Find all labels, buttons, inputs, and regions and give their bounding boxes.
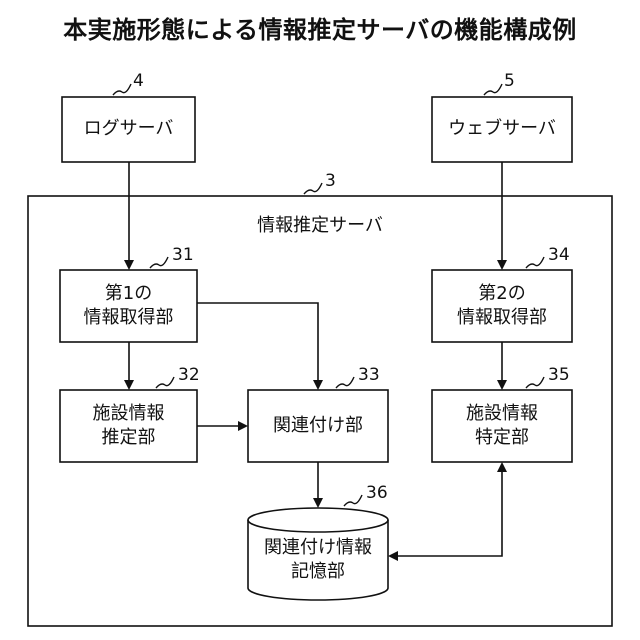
arrow-storage-identification-bidirectional [390,464,502,556]
page-title: 本実施形態による情報推定サーバの機能構成例 [0,14,640,46]
association-storage-ref: 36 [366,482,388,505]
first-acquisition-label: 第1の 情報取得部 [60,282,197,331]
facility-estimation-line2: 推定部 [60,426,197,450]
association-label: 関連付け部 [248,414,388,438]
facility-estimation-ref: 32 [178,364,200,387]
web-server-ref: 5 [504,70,515,93]
facility-identification-line2: 特定部 [432,426,572,450]
facility-identification-ref: 35 [548,364,570,387]
association-ref: 33 [358,364,380,387]
facility-estimation-label: 施設情報 推定部 [60,402,197,451]
second-acquisition-line2: 情報取得部 [432,306,572,330]
facility-identification-label: 施設情報 特定部 [432,402,572,451]
estimation-server-ref: 3 [325,170,336,193]
log-server-label: ログサーバ [62,117,195,141]
second-acquisition-line1: 第2の [432,282,572,306]
log-server-ref: 4 [133,70,144,93]
first-acquisition-line1: 第1の [60,282,197,306]
association-storage-line1: 関連付け情報 [248,536,388,560]
second-acquisition-label: 第2の 情報取得部 [432,282,572,331]
estimation-server-label: 情報推定サーバ [210,214,430,238]
association-storage-label: 関連付け情報 記憶部 [248,536,388,585]
facility-identification-line1: 施設情報 [432,402,572,426]
first-acquisition-line2: 情報取得部 [60,306,197,330]
facility-estimation-line1: 施設情報 [60,402,197,426]
association-storage-line2: 記憶部 [248,560,388,584]
web-server-label: ウェブサーバ [432,117,572,141]
second-acquisition-ref: 34 [548,244,570,267]
first-acquisition-ref: 31 [172,244,194,267]
arrow-first-to-association [197,303,318,388]
